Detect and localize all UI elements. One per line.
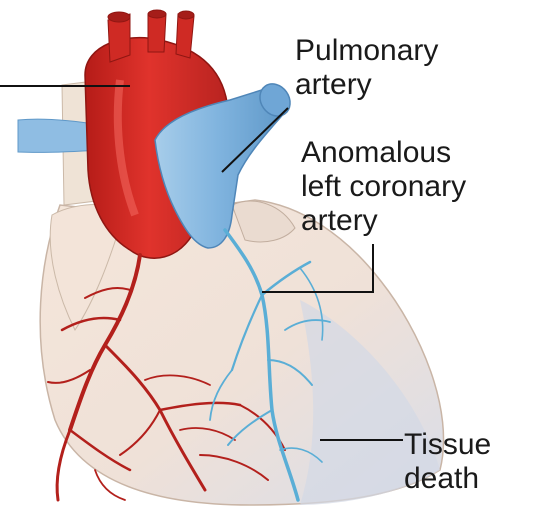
anomalous-left-coronary-artery-label: Anomalous left coronary artery bbox=[301, 136, 466, 238]
tissue-death-label: Tissue death bbox=[404, 428, 491, 496]
pulmonary-artery-label: Pulmonary artery bbox=[295, 34, 438, 102]
left-carotid-artery bbox=[148, 14, 166, 52]
left-carotid-opening bbox=[148, 10, 166, 18]
left-subclavian-opening bbox=[178, 11, 194, 19]
brachiocephalic-opening bbox=[108, 12, 130, 22]
